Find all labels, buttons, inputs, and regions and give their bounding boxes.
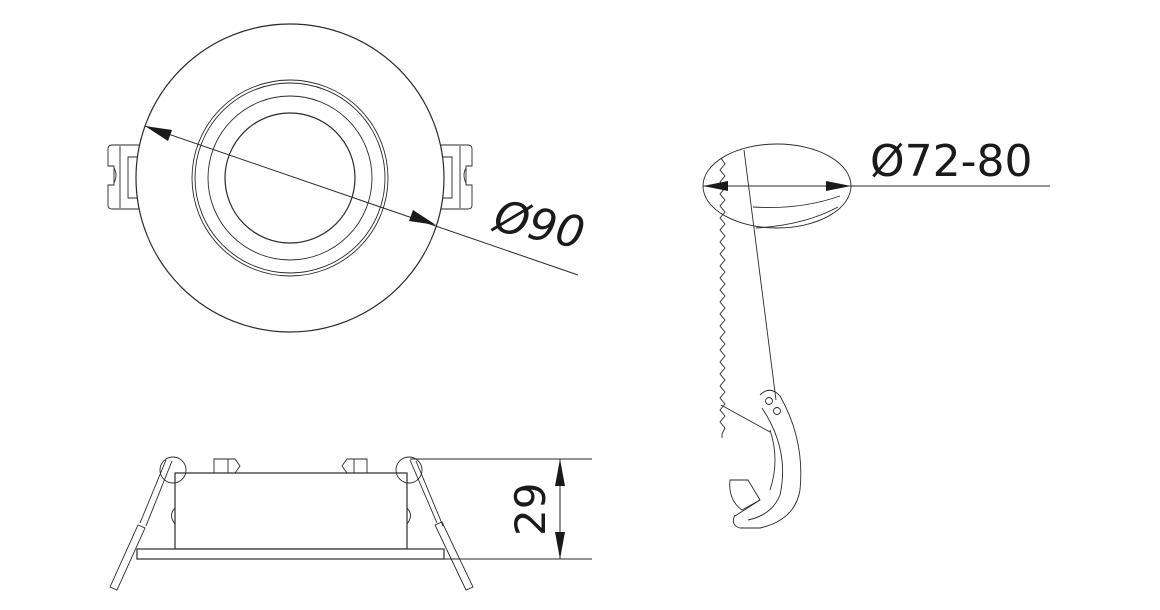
rivet-1 (765, 397, 773, 405)
right-clip (440, 144, 473, 210)
arrow-down (555, 532, 565, 559)
spring-leg-left (109, 459, 173, 591)
side-view: 29 (109, 456, 592, 591)
diameter-72-80-label: Ø72-80 (870, 136, 1033, 187)
top-tab-right (341, 458, 368, 474)
height-29-label: 29 (506, 483, 555, 536)
rivet-2 (773, 407, 781, 415)
arrow-head-right (409, 210, 436, 225)
spring-hinge-right (395, 456, 423, 484)
arrow-head-left-2 (703, 181, 728, 191)
arrow-head-left (145, 126, 172, 141)
bezel-ring-outer2 (194, 82, 386, 274)
top-view: Ø90 (107, 23, 589, 333)
bezel-ring-outer (191, 79, 389, 277)
fitting-body (174, 472, 408, 550)
saw-blade (719, 149, 777, 438)
fitting-flange (136, 548, 445, 560)
bezel-ring-inner (207, 95, 373, 261)
arrow-head-right-2 (826, 181, 851, 191)
spring-leg-right (409, 459, 474, 591)
top-tab-left (213, 458, 241, 474)
diameter-90-line (144, 125, 579, 276)
spring-hinge-left (159, 456, 187, 484)
cutout-view: Ø72-80 (702, 136, 1050, 529)
lamp-aperture (224, 112, 356, 244)
left-clip (107, 144, 140, 210)
saw-handle (729, 389, 802, 529)
outer-ring (135, 23, 445, 333)
arrow-up (555, 459, 565, 486)
